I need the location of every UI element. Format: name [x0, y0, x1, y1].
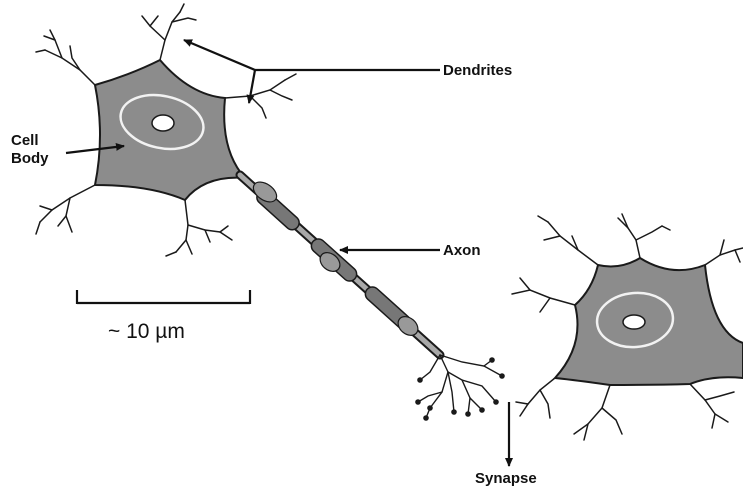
axon [240, 175, 440, 355]
axon-label: Axon [443, 242, 481, 259]
cell-body-label-line2: Body [11, 150, 49, 167]
right-nucleolus [623, 315, 645, 329]
dendrites-label: Dendrites [443, 62, 512, 79]
synapse-label: Synapse [475, 470, 537, 487]
cell-body-label-line1: Cell [11, 132, 39, 149]
dendrites-arrow-top [184, 40, 255, 70]
right-cell-body [555, 258, 743, 385]
scale-bar-label: ~ 10 µm [108, 320, 185, 344]
scale-bar [77, 290, 250, 304]
left-nucleolus [152, 115, 174, 131]
